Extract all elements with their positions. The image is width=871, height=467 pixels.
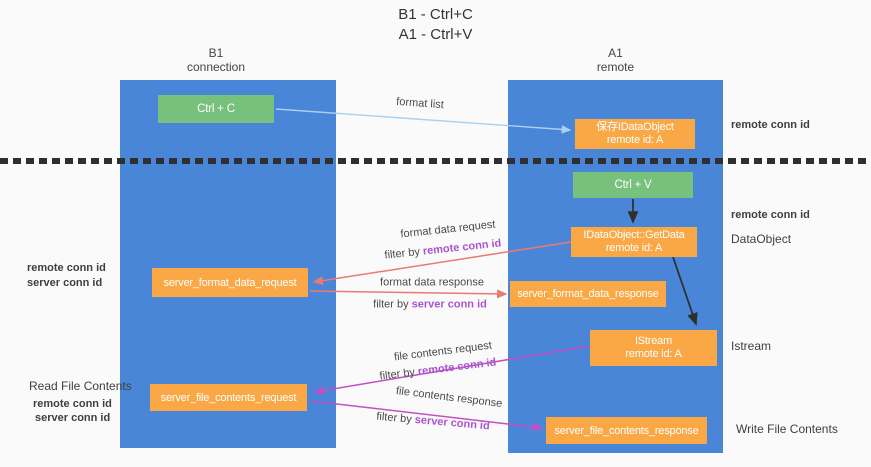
- lane-header-b1: B1 connection: [108, 46, 324, 74]
- istream-title: IStream: [634, 335, 673, 347]
- ctrl-c-label: Ctrl + C: [197, 103, 235, 115]
- right-istream-label: Istream: [731, 339, 772, 353]
- ctrl-v-label: Ctrl + V: [614, 179, 652, 191]
- filter-by-text: filter by: [375, 410, 416, 426]
- format-data-response-arrow: [309, 289, 508, 299]
- server-file-contents-request-box: server_file_contents_request: [150, 384, 307, 411]
- filter-by-server-conn-id-label-1: filter by server conn id: [373, 299, 487, 312]
- left-remote-conn-id-label-top: remote conn id: [27, 262, 106, 274]
- lane-b1-role: connection: [186, 60, 246, 74]
- server-conn-id-text: server conn id: [414, 413, 491, 433]
- save-dataobject-box: 保存IDataObject remote id: A: [575, 119, 695, 149]
- save-dataobject-remote-id: remote id: A: [606, 134, 664, 146]
- lane-a1-role: remote: [596, 60, 635, 74]
- right-remote-conn-id-label-mid: remote conn id: [731, 209, 810, 221]
- right-remote-conn-id-label-top: remote conn id: [731, 119, 810, 131]
- format-list-label: format list: [395, 95, 445, 112]
- dashed-separator-line: [0, 158, 871, 164]
- filter-by-server-conn-id-label-2: filter by server conn id: [376, 411, 490, 434]
- lane-header-a1: A1 remote: [508, 46, 723, 74]
- left-server-conn-id-label-top: server conn id: [27, 277, 103, 289]
- ctrl-c-box: Ctrl + C: [158, 95, 274, 123]
- left-remote-conn-id-label-bottom: remote conn id: [33, 398, 112, 410]
- server-format-data-response-box: server_format_data_response: [510, 281, 666, 307]
- server-file-contents-request-label: server_file_contents_request: [160, 391, 297, 404]
- getdata-remote-id: remote id: A: [605, 242, 663, 254]
- lane-b1-name: B1: [208, 46, 224, 60]
- page-title-line-1: B1 - Ctrl+C: [398, 6, 473, 23]
- server-format-data-request-label: server_format_data_request: [163, 276, 297, 289]
- server-conn-id-text: server conn id: [411, 298, 487, 311]
- format-data-request-label: format data request: [399, 218, 497, 241]
- filter-by-text: filter by: [373, 298, 412, 311]
- left-read-file-contents-label: Read File Contents: [29, 379, 132, 393]
- remote-conn-id-text: remote conn id: [422, 237, 502, 258]
- file-contents-response-label: file contents response: [395, 385, 503, 410]
- server-format-data-response-label: server_format_data_response: [517, 288, 659, 300]
- getdata-box: IDataObject::GetData remote id: A: [571, 227, 697, 257]
- filter-by-text: filter by: [383, 245, 424, 262]
- format-data-response-label: format data response: [380, 276, 484, 289]
- page-title-line-2: A1 - Ctrl+V: [398, 26, 473, 43]
- lane-a1-name: A1: [608, 46, 623, 60]
- istream-remote-id: remote id: A: [625, 348, 682, 360]
- filter-by-text: filter by: [378, 366, 419, 383]
- getdata-title: IDataObject::GetData: [583, 229, 685, 241]
- ctrl-v-box: Ctrl + V: [573, 172, 693, 198]
- left-server-conn-id-label-bottom: server conn id: [35, 412, 111, 424]
- istream-box: IStream remote id: A: [590, 330, 717, 366]
- server-file-contents-response-box: server_file_contents_response: [546, 417, 707, 444]
- right-dataobject-label: DataObject: [731, 232, 792, 246]
- right-write-file-contents-label: Write File Contents: [736, 422, 838, 436]
- page-title: B1 - Ctrl+C A1 - Ctrl+V: [0, 5, 871, 45]
- server-file-contents-response-label: server_file_contents_response: [554, 424, 699, 437]
- save-dataobject-title: 保存IDataObject: [596, 121, 674, 133]
- server-format-data-request-box: server_format_data_request: [152, 268, 308, 297]
